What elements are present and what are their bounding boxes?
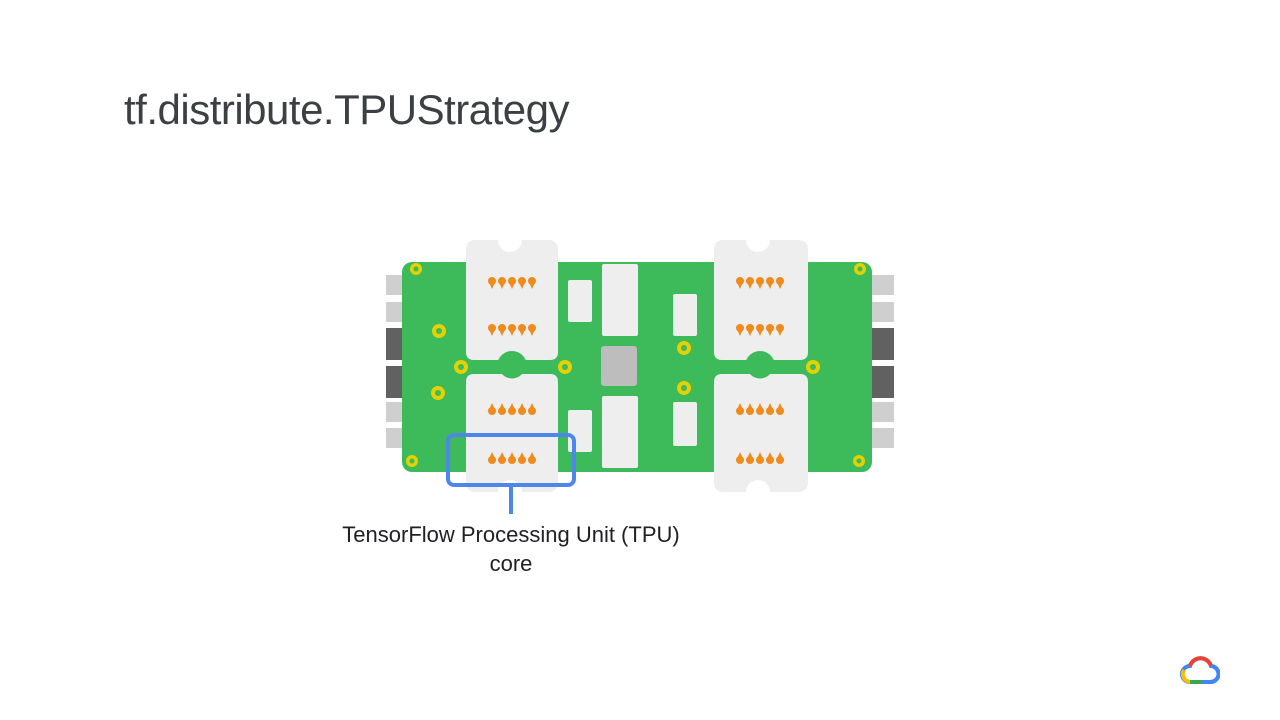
tpu-core-pins (736, 277, 784, 336)
tpu-board-svg (386, 240, 894, 514)
small-components (568, 264, 697, 468)
tpu-chip-top-right (714, 240, 808, 381)
tpu-board-diagram (380, 232, 900, 522)
tpu-core-pins (488, 403, 536, 464)
tpu-core-pins (488, 277, 536, 336)
mounting-holes (406, 263, 866, 467)
tpu-core-highlight (446, 433, 576, 514)
tpu-chip-bottom-right (714, 374, 808, 492)
tpu-core-caption: TensorFlow Processing Unit (TPU) core (300, 520, 722, 578)
caption-line-2: core (489, 551, 533, 576)
tpu-core-pins (736, 403, 784, 464)
google-cloud-icon (1180, 654, 1221, 688)
caption-line-1: TensorFlow Processing Unit (TPU) (342, 522, 680, 547)
tpu-chip-top-left (466, 240, 558, 381)
slide-title: tf.distribute.TPUStrategy (124, 86, 570, 133)
